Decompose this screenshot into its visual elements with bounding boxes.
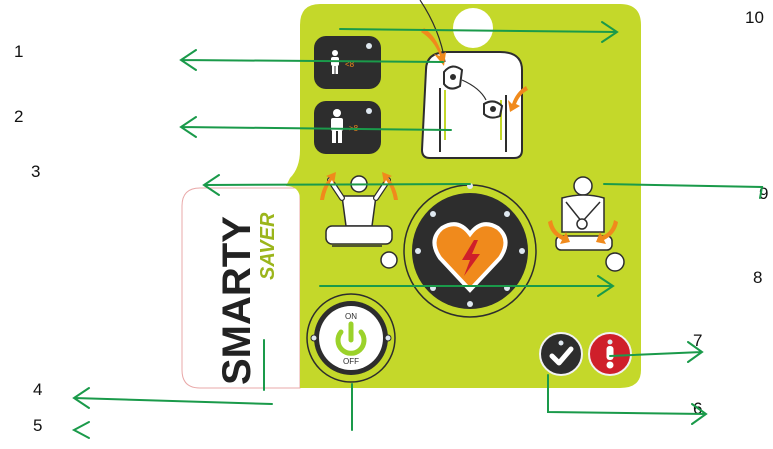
callout-4: 4 — [33, 380, 43, 399]
child-icon — [331, 50, 339, 74]
child-age-label: <8 — [345, 60, 355, 69]
callout-arrows — [71, 21, 764, 439]
lightning-icon — [462, 240, 480, 276]
callout-10: 10 — [745, 8, 764, 27]
power-off-label: OFF — [343, 357, 359, 366]
cpr-figure — [548, 176, 625, 272]
arrow-8 — [319, 275, 615, 297]
arrow-7 — [609, 341, 704, 363]
callout-9: 9 — [759, 184, 769, 203]
callout-7: 7 — [693, 331, 703, 350]
arrow-3 — [202, 174, 471, 196]
brand-logo: SMARTY SAVER — [215, 212, 279, 385]
status-ok-indicator — [539, 332, 583, 376]
pad-arrow-upper — [421, 28, 446, 66]
pad-arrow-lower — [508, 86, 528, 112]
brand-name: SMARTY — [215, 216, 259, 385]
callout-2: 2 — [14, 107, 24, 126]
checkmark-icon — [549, 346, 574, 366]
callout-5: 5 — [33, 416, 43, 435]
child-mode-button[interactable]: <8 — [314, 36, 381, 89]
power-button[interactable]: ON OFF — [306, 293, 396, 383]
error-indicator — [588, 332, 632, 376]
callout-3: 3 — [31, 162, 41, 181]
brand-label-card — [181, 187, 301, 389]
arrow-1 — [179, 49, 444, 71]
arrow-2 — [179, 116, 452, 138]
stand-clear-figure — [320, 172, 398, 269]
arrow-6 — [547, 374, 708, 425]
arrow-10 — [339, 21, 619, 43]
callout-8: 8 — [753, 268, 763, 287]
power-on-label: ON — [345, 312, 357, 321]
arrow-9 — [603, 183, 764, 199]
exclamation-icon — [606, 346, 614, 360]
adult-mode-button[interactable]: >8 — [314, 101, 381, 154]
electrode-placement-figure — [419, 0, 528, 159]
arrow-4 — [72, 339, 273, 409]
callout-1: 1 — [14, 42, 24, 61]
brand-model: SAVER — [257, 212, 279, 280]
shock-button[interactable] — [403, 183, 537, 318]
power-icon — [335, 329, 367, 356]
arrow-5 — [71, 421, 90, 439]
